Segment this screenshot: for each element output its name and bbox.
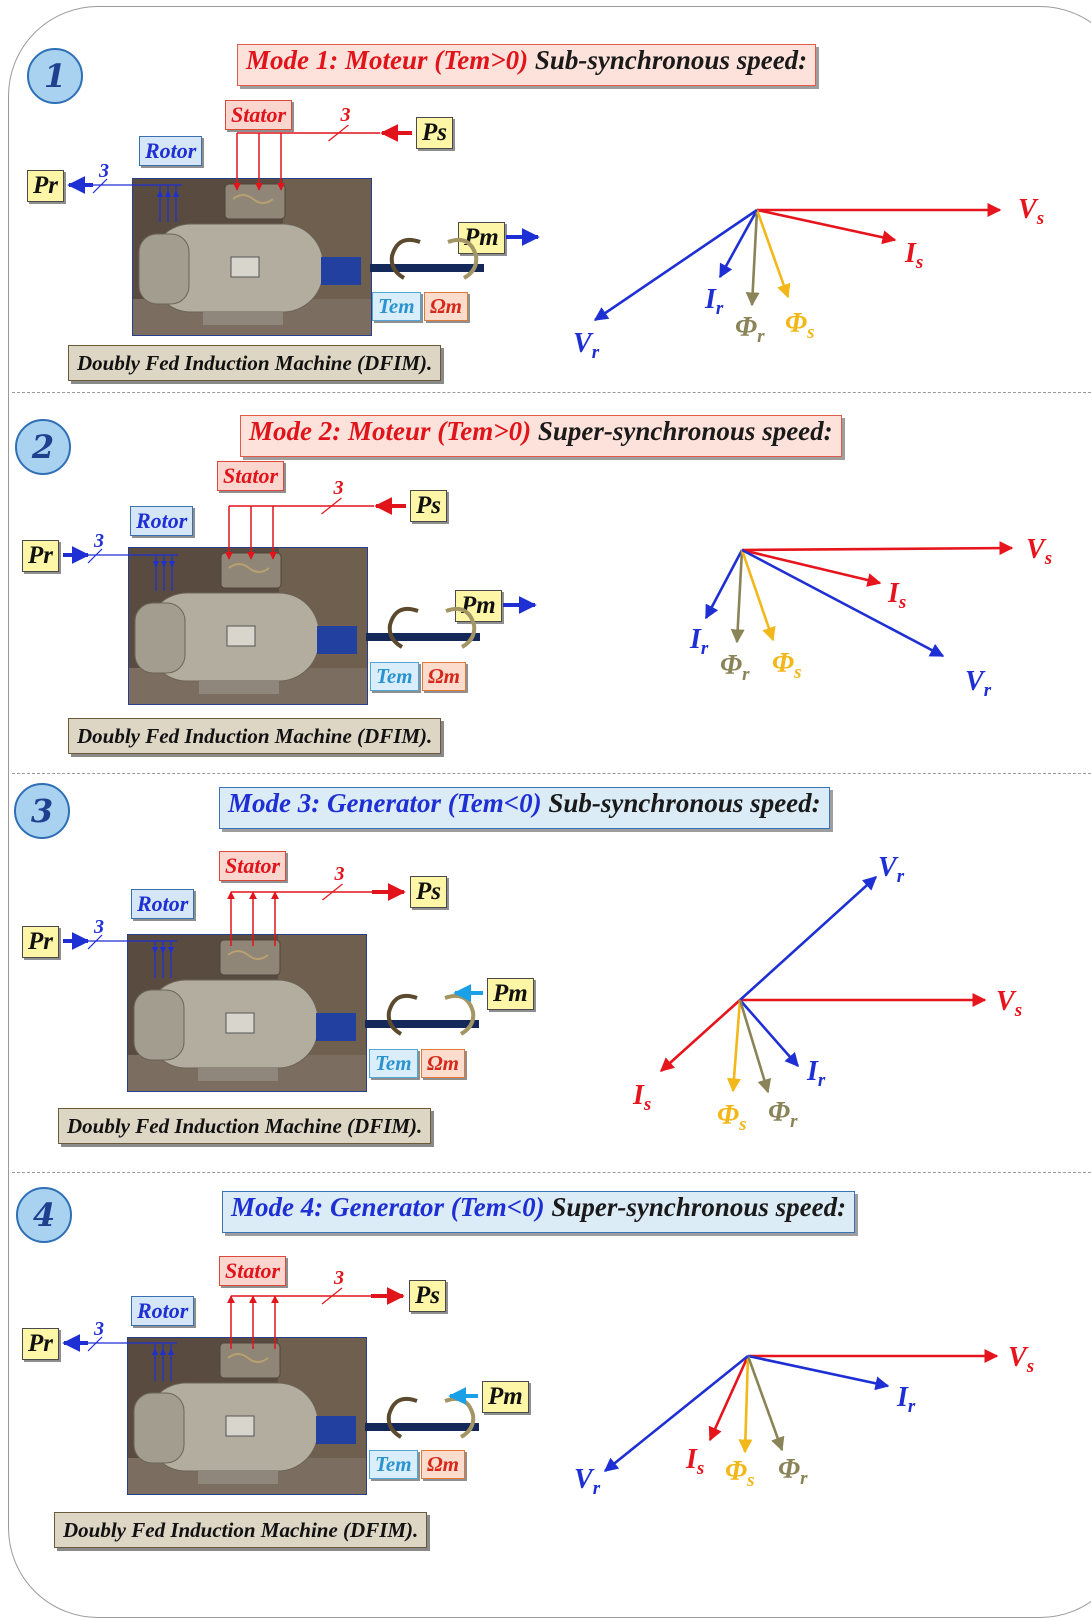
dfim-caption: Doubly Fed Induction Machine (DFIM). xyxy=(54,1512,428,1548)
dfim-machine-photo xyxy=(127,1337,367,1495)
mode-title-speed: Super-synchronous speed: xyxy=(531,416,833,446)
machine-illustration xyxy=(128,1338,366,1494)
mode-title-speed: Sub-synchronous speed: xyxy=(528,45,808,75)
mode-number-badge: 2 xyxy=(15,419,71,475)
ps-power-label: Ps xyxy=(416,117,453,149)
separator xyxy=(12,392,1091,393)
machine-illustration xyxy=(129,548,367,704)
mode-title-main: Mode 4: Generator (Tem<0) xyxy=(231,1192,545,1222)
mode-number-badge: 1 xyxy=(27,48,83,104)
mode-title-main: Mode 2: Moteur (Tem>0) xyxy=(249,416,532,446)
stator-label: Stator xyxy=(217,461,285,491)
dfim-caption: Doubly Fed Induction Machine (DFIM). xyxy=(68,718,442,754)
omega-m-label: Ωm xyxy=(422,662,467,691)
stator-label: Stator xyxy=(219,1256,287,1286)
omega-m-label: Ωm xyxy=(424,292,469,321)
tem-torque-label: Tem xyxy=(369,1450,418,1479)
rotor-label: Rotor xyxy=(131,889,195,919)
dfim-caption: Doubly Fed Induction Machine (DFIM). xyxy=(68,345,442,381)
stator-label: Stator xyxy=(219,851,287,881)
tem-torque-label: Tem xyxy=(369,1049,418,1078)
dfim-caption: Doubly Fed Induction Machine (DFIM). xyxy=(58,1108,432,1144)
dfim-machine-photo xyxy=(127,934,367,1092)
mode-number-badge: 4 xyxy=(16,1187,72,1243)
tem-torque-label: Tem xyxy=(370,662,419,691)
pm-power-label: Pm xyxy=(458,222,505,254)
separator xyxy=(12,773,1091,774)
pr-power-label: Pr xyxy=(22,926,59,958)
mode-title-speed: Sub-synchronous speed: xyxy=(541,788,821,818)
mode-title-main: Mode 3: Generator (Tem<0) xyxy=(228,788,542,818)
ps-power-label: Ps xyxy=(409,1280,446,1312)
stator-label: Stator xyxy=(225,100,293,130)
mode-title: Mode 2: Moteur (Tem>0) Super-synchronous… xyxy=(240,415,842,457)
ps-power-label: Ps xyxy=(410,490,447,522)
pm-power-label: Pm xyxy=(487,978,534,1010)
mode-title-main: Mode 1: Moteur (Tem>0) xyxy=(246,45,529,75)
mode-title: Mode 3: Generator (Tem<0) Sub-synchronou… xyxy=(219,787,830,829)
rotor-label: Rotor xyxy=(139,136,203,166)
pr-power-label: Pr xyxy=(22,540,59,572)
dfim-machine-photo xyxy=(132,178,372,336)
separator xyxy=(12,1172,1091,1173)
rotor-label: Rotor xyxy=(131,1296,195,1326)
pr-power-label: Pr xyxy=(22,1328,59,1360)
mode-number-badge: 3 xyxy=(14,783,70,839)
pr-power-label: Pr xyxy=(27,170,64,202)
tem-torque-label: Tem xyxy=(372,292,421,321)
pm-power-label: Pm xyxy=(482,1381,529,1413)
dfim-machine-photo xyxy=(128,547,368,705)
omega-m-label: Ωm xyxy=(421,1049,466,1078)
omega-m-label: Ωm xyxy=(421,1450,466,1479)
rotor-label: Rotor xyxy=(130,506,194,536)
mode-title: Mode 1: Moteur (Tem>0) Sub-synchronous s… xyxy=(237,44,817,86)
mode-title-speed: Super-synchronous speed: xyxy=(544,1192,847,1222)
mode-title: Mode 4: Generator (Tem<0) Super-synchron… xyxy=(222,1191,856,1233)
ps-power-label: Ps xyxy=(410,876,447,908)
machine-illustration xyxy=(133,179,371,335)
pm-power-label: Pm xyxy=(455,590,502,622)
machine-illustration xyxy=(128,935,366,1091)
